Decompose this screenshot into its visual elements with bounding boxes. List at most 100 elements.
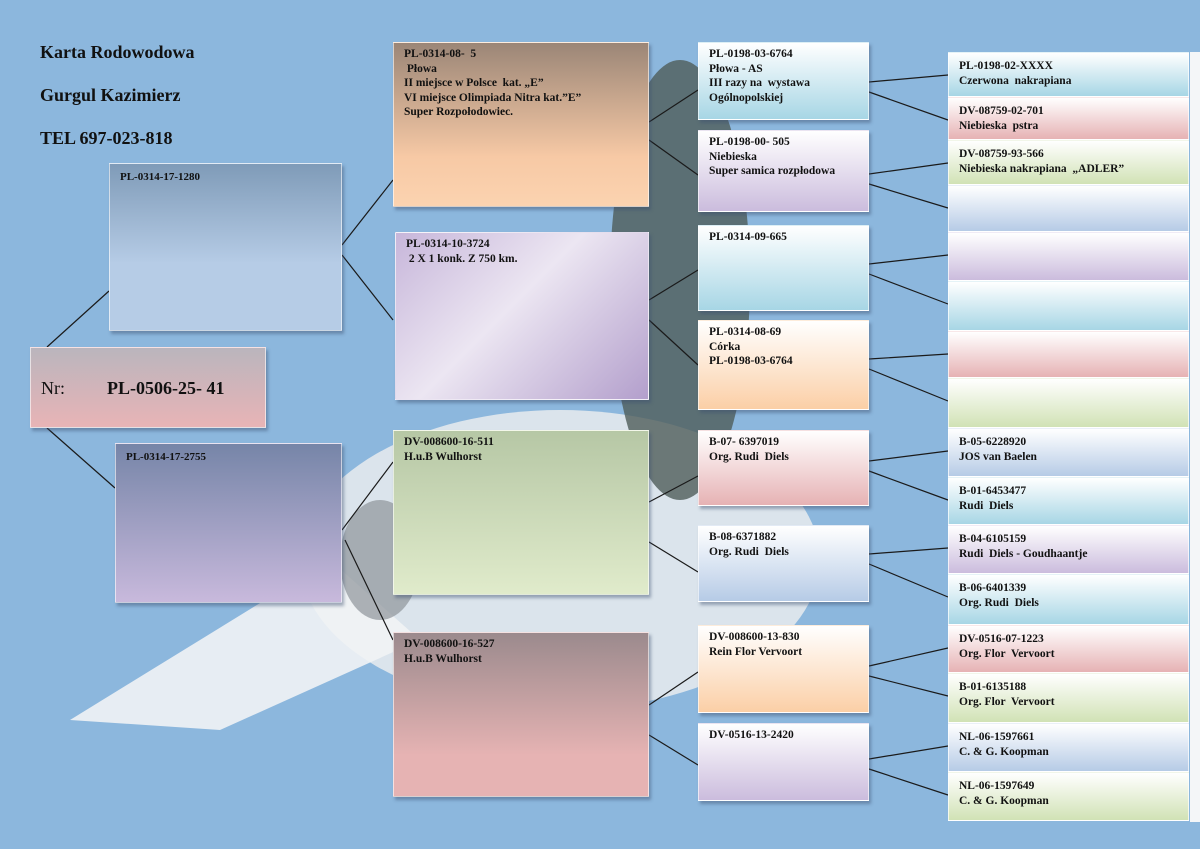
- right-edge-strip: [1190, 52, 1200, 822]
- ancestor-note: VI miejsce Olimpiada Nitra kat.”E”: [404, 91, 582, 104]
- connector-line: [868, 647, 949, 667]
- ancestor-note: III razy na wystawa: [709, 77, 810, 89]
- ancestor-note: Org. Flor Vervoort: [959, 647, 1055, 660]
- ancestor-note: Super Rozpołodowiec.: [404, 106, 514, 118]
- gen5-ancestor-box: NL-06-1597661 C. & G. Koopman: [948, 723, 1189, 772]
- ancestor-note: Org. Rudi Diels: [959, 596, 1039, 609]
- connector-line: [868, 91, 949, 121]
- card-title: Karta Rodowodowa: [40, 42, 195, 62]
- ring-number: B-08-6371882: [709, 531, 777, 543]
- ring-number: PL-0198-00- 505: [709, 136, 790, 148]
- ring-number: DV-008600-16-527: [404, 638, 495, 650]
- ring-number: B-05-6228920: [959, 436, 1027, 448]
- connector-line: [648, 734, 699, 766]
- ancestor-note: Rudi Diels - Goudhaantje: [959, 547, 1088, 560]
- subject-box: Nr: PL-0506-25- 41: [30, 347, 266, 428]
- ancestor-note: H.u.B Wulhorst: [404, 450, 482, 463]
- connector-line: [868, 74, 949, 83]
- ancestor-note: Niebieska: [709, 150, 757, 163]
- connector-line: [868, 470, 949, 501]
- connector-line: [868, 353, 949, 360]
- connector-line: [868, 563, 949, 598]
- gen4-ancestor-box: PL-0314-09-665: [698, 225, 869, 311]
- connector-line: [341, 461, 394, 531]
- connector-line: [648, 269, 699, 301]
- connector-line: [868, 368, 949, 402]
- gen2-ancestor-box: PL-0314-17-2755: [115, 443, 342, 603]
- connector-line: [868, 450, 949, 462]
- connector-line: [341, 179, 394, 246]
- ancestor-note: JOS van Baelen: [959, 450, 1037, 463]
- ancestor-note: Super samica rozpłodowa: [709, 165, 836, 177]
- ancestor-note: Ogólnopolskiej: [709, 91, 784, 104]
- ring-number: PL-0314-09-665: [709, 231, 787, 243]
- ring-number: B-04-6105159: [959, 533, 1027, 545]
- ring-number: PL-0314-08-69: [709, 326, 782, 338]
- ring-number: PL-0314-10-3724: [406, 238, 490, 250]
- gen5-ancestor-box: [948, 331, 1189, 378]
- ring-number: NL-06-1597661: [959, 731, 1035, 743]
- ancestor-note: C. & G. Koopman: [959, 745, 1049, 758]
- ring-number: DV-0516-13-2420: [709, 729, 794, 741]
- ancestor-note: 2 X 1 konk. Z 750 km.: [406, 252, 518, 265]
- connector-line: [648, 89, 699, 123]
- ring-number: B-01-6135188: [959, 681, 1027, 693]
- ring-number: DV-008600-13-830: [709, 631, 800, 643]
- connector-line: [868, 547, 949, 555]
- ring-number: PL-0198-02-XXXX: [959, 60, 1053, 72]
- subject-ring: PL-0506-25- 41: [107, 377, 225, 398]
- connector-line: [46, 290, 110, 348]
- connector-line: [648, 541, 699, 573]
- ancestor-note: Org. Rudi Diels: [709, 545, 789, 558]
- connector-line: [868, 675, 949, 697]
- connector-line: [868, 768, 949, 796]
- ring-number: DV-08759-93-566: [959, 148, 1044, 160]
- ring-number: DV-008600-16-511: [404, 436, 494, 448]
- ring-number: PL-0314-08- 5: [404, 48, 477, 60]
- connector-line: [868, 273, 949, 305]
- connector-line: [868, 745, 949, 760]
- gen5-ancestor-box: [948, 232, 1189, 281]
- ancestor-note: Niebieska pstra: [959, 119, 1039, 132]
- connector-line: [868, 254, 949, 265]
- ring-number: DV-0516-07-1223: [959, 633, 1044, 645]
- ancestor-note: H.u.B Wulhorst: [404, 652, 482, 665]
- ancestor-note: Płowa: [404, 62, 437, 75]
- ring-number: PL-0314-17-1280: [120, 171, 201, 183]
- subject-label: Nr:: [41, 377, 65, 398]
- connector-line: [868, 162, 949, 175]
- connector-line: [648, 319, 699, 366]
- connector-line: [648, 139, 699, 176]
- ancestor-note: Niebieska nakrapiana „ADLER”: [959, 162, 1125, 175]
- connector-line: [648, 671, 699, 706]
- gen5-ancestor-box: [948, 281, 1189, 331]
- gen5-ancestor-box: [948, 185, 1189, 232]
- connector-line: [868, 183, 949, 209]
- ancestor-note: C. & G. Koopman: [959, 794, 1049, 807]
- ring-number: B-06-6401339: [959, 582, 1027, 594]
- connector-line: [648, 475, 699, 503]
- breeder-phone: TEL 697-023-818: [40, 128, 173, 148]
- ring-number: PL-0198-03-6764: [709, 48, 793, 60]
- ring-number: DV-08759-02-701: [959, 105, 1044, 117]
- gen2-ancestor-box: PL-0314-17-1280: [109, 163, 342, 331]
- gen5-ancestor-box: [948, 378, 1189, 428]
